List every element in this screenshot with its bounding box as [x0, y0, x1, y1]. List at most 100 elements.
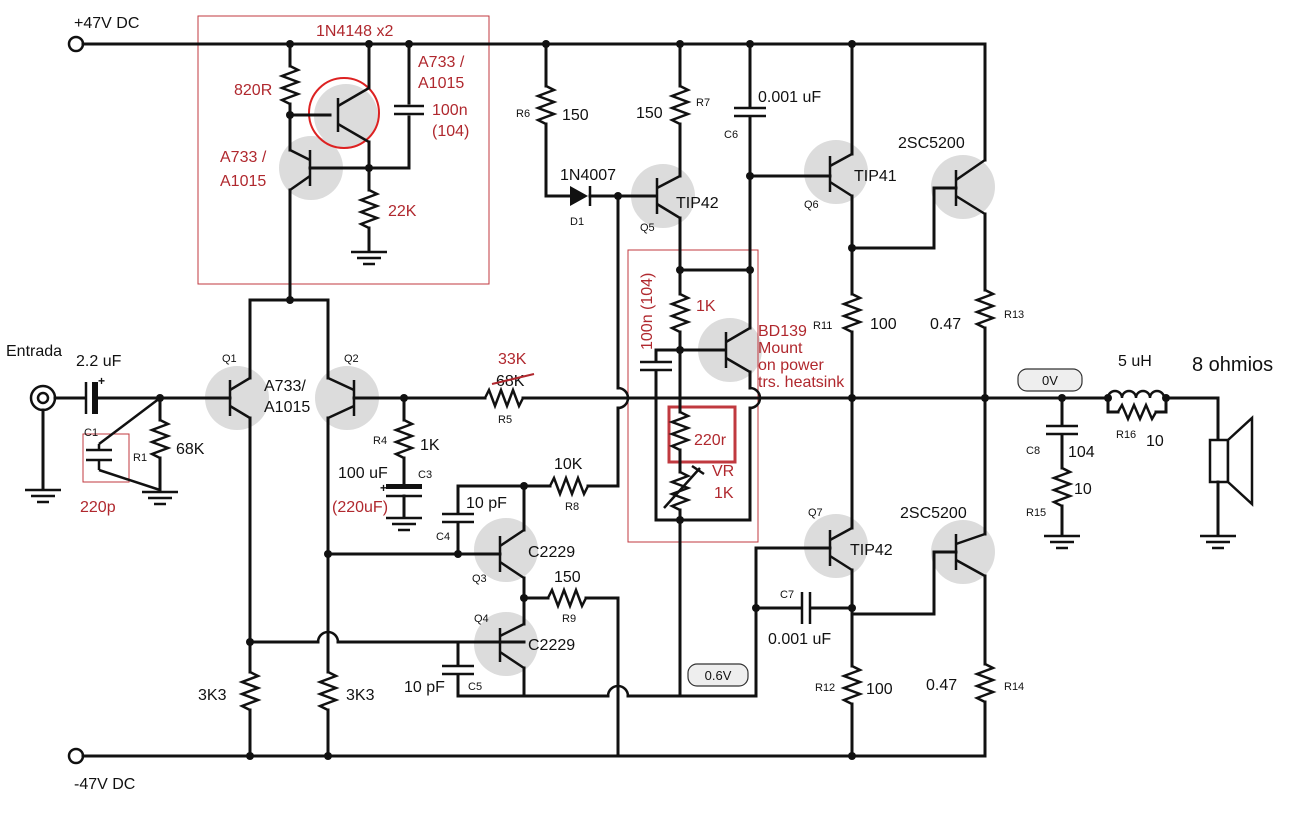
r12-ref: R12: [815, 682, 835, 694]
r4-value: 1K: [420, 437, 440, 454]
tp-bias-label: 0.6V: [705, 668, 732, 683]
r6-value: 150: [562, 107, 589, 124]
c8-value: 104: [1068, 444, 1095, 461]
spreader-r-top: 1K: [696, 298, 716, 315]
feedback-network: [384, 386, 987, 532]
r16-value: 10: [1146, 433, 1164, 450]
spreader-note-3: trs. heatsink: [758, 374, 845, 391]
r8-ref: R8: [565, 501, 579, 513]
bias-box-outline: [197, 15, 490, 285]
q7-type: TIP42: [850, 542, 893, 559]
rails: [67, 35, 987, 765]
c5-value: 10 pF: [404, 679, 445, 696]
q-lower-type: A733 / A1015: [220, 149, 267, 190]
q3-type: C2229: [528, 544, 575, 561]
q-lower-power-type: 2SC5200: [900, 505, 967, 522]
c3-value: 100 uF: [338, 465, 388, 482]
q-upper-power-type: 2SC5200: [898, 135, 965, 152]
q4-type: C2229: [528, 637, 575, 654]
bias-spreader: [640, 266, 762, 698]
q4-ref: Q4: [474, 613, 489, 625]
q5-ref: Q5: [640, 222, 655, 234]
q3-ref: Q3: [472, 573, 487, 585]
r7-value: 150: [636, 105, 663, 122]
transistor-backgrounds: [205, 84, 995, 676]
c1-value: 220p: [80, 499, 116, 516]
r12-value: 100: [866, 681, 893, 698]
r11-value: 100: [870, 316, 897, 333]
c5-ref: C5: [468, 681, 482, 693]
r14-value: 0.47: [926, 677, 957, 694]
spreader-vr-label: VR: [712, 463, 734, 480]
d1-ref: D1: [570, 216, 584, 228]
r15-value: 10: [1074, 481, 1092, 498]
q7-ref: Q7: [808, 507, 823, 519]
q5-type: TIP42: [676, 195, 719, 212]
q1-ref: Q1: [222, 353, 237, 365]
q2-ref: Q2: [344, 353, 359, 365]
spreader-cap: 100n (104): [639, 273, 656, 350]
r14-ref: R14: [1004, 681, 1024, 693]
r16-ref: R16: [1116, 429, 1136, 441]
tp-out-pill: [1017, 368, 1083, 392]
r5-ref: R5: [498, 414, 512, 426]
r9-value: 150: [554, 569, 581, 586]
diff-pair: [203, 296, 487, 760]
c8-ref: C8: [1026, 445, 1040, 457]
c1-ref: C1: [84, 427, 98, 439]
input-section: [23, 382, 207, 506]
r13-ref: R13: [1004, 309, 1024, 321]
upper-driver: [534, 40, 856, 272]
r220-highlight: [667, 405, 737, 464]
bias-cap: 100n (104): [432, 102, 470, 140]
r1-value: 68K: [176, 441, 205, 458]
bias-network: [278, 40, 424, 302]
tp-out-label: 0V: [1042, 373, 1058, 388]
r8-value: 10K: [554, 456, 583, 473]
bias-r-bottom: 22K: [388, 203, 417, 220]
diff-pair-type: A733/ A1015: [264, 378, 311, 416]
positive-rail-label: +47V DC: [74, 15, 139, 32]
c6-value: 0.001 uF: [758, 89, 821, 106]
output-network: [983, 389, 1254, 550]
c4-value: 10 pF: [466, 495, 507, 512]
spreader-transistor: BD139: [758, 323, 807, 340]
q-upper-highlight: [308, 77, 380, 149]
c-input-plus: +: [98, 374, 105, 388]
r11-ref: R11: [813, 320, 832, 332]
tp-bias-pill: [687, 663, 749, 687]
negative-rail-label: -47V DC: [74, 776, 135, 793]
r1-ref: R1: [133, 452, 147, 464]
upper-output: [828, 42, 997, 536]
r4-ref: R4: [373, 435, 387, 447]
c3-ref: C3: [418, 469, 432, 481]
r13-value: 0.47: [930, 316, 961, 333]
q6-ref: Q6: [804, 199, 819, 211]
speaker-label: 8 ohmios: [1192, 354, 1273, 376]
q-upper-type: A733 / A1015: [418, 54, 465, 92]
c7-ref: C7: [780, 589, 794, 601]
r-left-value: 3K3: [198, 687, 227, 704]
bias-box-title: 1N4148 x2: [316, 23, 393, 40]
spreader-vr-value: 1K: [714, 485, 734, 502]
r7-ref: R7: [696, 97, 710, 109]
c4-ref: C4: [436, 531, 450, 543]
spreader-note-1: Mount: [758, 340, 803, 357]
c-input-value: 2.2 uF: [76, 353, 122, 370]
q6-type: TIP41: [854, 168, 897, 185]
spreader-note-2: on power: [758, 357, 824, 374]
r-right-value: 3K3: [346, 687, 375, 704]
r15-ref: R15: [1026, 507, 1046, 519]
r6-ref: R6: [516, 108, 530, 120]
spreader-r-mid: 220r: [694, 432, 727, 449]
vas-stage: [248, 194, 758, 758]
inductor-value: 5 uH: [1118, 353, 1152, 370]
c1-highlight: [82, 433, 130, 483]
c3-alt: (220uF): [332, 499, 388, 516]
input-label: Entrada: [6, 343, 62, 360]
r9-ref: R9: [562, 613, 576, 625]
d1-type: 1N4007: [560, 167, 616, 184]
c6-ref: C6: [724, 129, 738, 141]
lower-output: [752, 526, 997, 760]
